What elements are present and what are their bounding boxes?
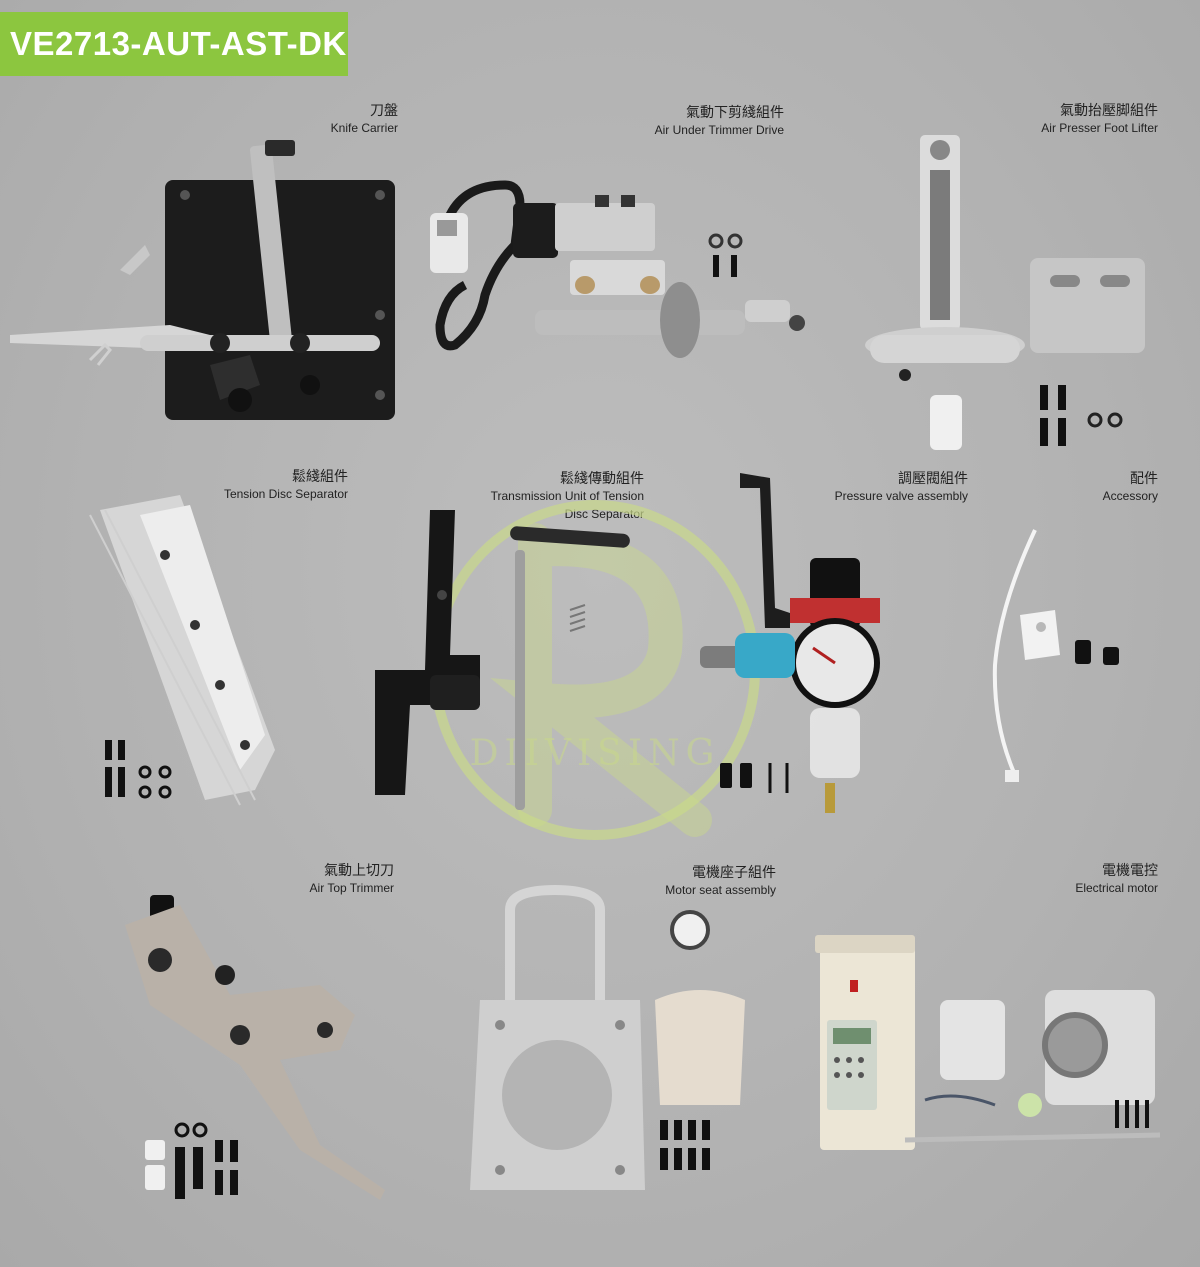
motor-seat-icon (470, 884, 745, 1190)
label-air-top-trimmer: 氣動上切刀 Air Top Trimmer (310, 862, 394, 896)
label-zh: 調壓閥組件 (898, 471, 968, 487)
label-en: Accessory (1102, 489, 1158, 503)
accessory-icon (992, 529, 1119, 782)
label-en: Knife Carrier (330, 121, 398, 135)
label-en: Tension Disc Separator (223, 487, 348, 501)
label-en: Air Presser Foot Lifter (1041, 121, 1158, 135)
model-title: VE2713-AUT-AST-DK (0, 12, 348, 76)
knife-carrier-photo (10, 140, 405, 425)
label-en: Motor seat assembly (665, 883, 776, 897)
label-zh: 電機電控 (1102, 863, 1158, 879)
air-top-trimmer-photo (120, 885, 390, 1205)
motor-seat-photo (460, 884, 750, 1200)
air-presser-foot-photo (860, 130, 1160, 450)
label-pressure-valve: 調壓閥組件 Pressure valve assembly (835, 470, 968, 504)
label-en: Pressure valve assembly (834, 489, 968, 503)
air-under-trimmer-icon (430, 180, 805, 358)
pressure-valve-icon (700, 473, 880, 813)
label-knife-carrier: 刀盤 Knife Carrier (331, 102, 398, 136)
label-zh: 電機座子組件 (692, 865, 776, 881)
transmission-unit-photo (370, 505, 635, 820)
tension-disc-photo (80, 495, 280, 815)
air-top-trimmer-icon (125, 895, 385, 1200)
label-motor-seat: 電機座子組件 Motor seat assembly (665, 864, 776, 898)
knife-carrier-icon (10, 140, 395, 420)
electrical-motor-photo (815, 930, 1175, 1160)
accessory-photo (985, 525, 1145, 785)
label-zh: 氣動抬壓脚組件 (1060, 103, 1158, 119)
label-zh: 氣動下剪綫組件 (686, 105, 784, 121)
label-zh: 配件 (1130, 471, 1158, 487)
transmission-unit-icon (375, 510, 630, 810)
label-electrical-motor: 電機電控 Electrical motor (1075, 862, 1158, 896)
air-under-trimmer-photo (425, 175, 815, 385)
label-zh: 刀盤 (370, 103, 398, 119)
label-tension-disc: 鬆綫組件 Tension Disc Separator (224, 468, 348, 502)
label-zh: 鬆綫傳動組件 (560, 471, 644, 487)
label-en: Air Top Trimmer (309, 881, 394, 895)
label-en: Electrical motor (1075, 881, 1158, 895)
label-en: Transmission Unit of Tension (490, 489, 644, 503)
air-presser-foot-icon (865, 135, 1145, 450)
label-en: Air Under Trimmer Drive (654, 123, 784, 137)
tension-disc-icon (89, 495, 275, 806)
label-zh: 鬆綫組件 (292, 469, 348, 485)
label-air-presser-foot: 氣動抬壓脚組件 Air Presser Foot Lifter (1041, 102, 1158, 136)
pressure-valve-photo (695, 468, 895, 818)
label-air-under-trimmer: 氣動下剪綫組件 Air Under Trimmer Drive (655, 104, 784, 138)
label-zh: 氣動上切刀 (324, 863, 394, 879)
label-accessory: 配件 Accessory (1103, 470, 1158, 504)
electrical-motor-icon (815, 935, 1161, 1150)
